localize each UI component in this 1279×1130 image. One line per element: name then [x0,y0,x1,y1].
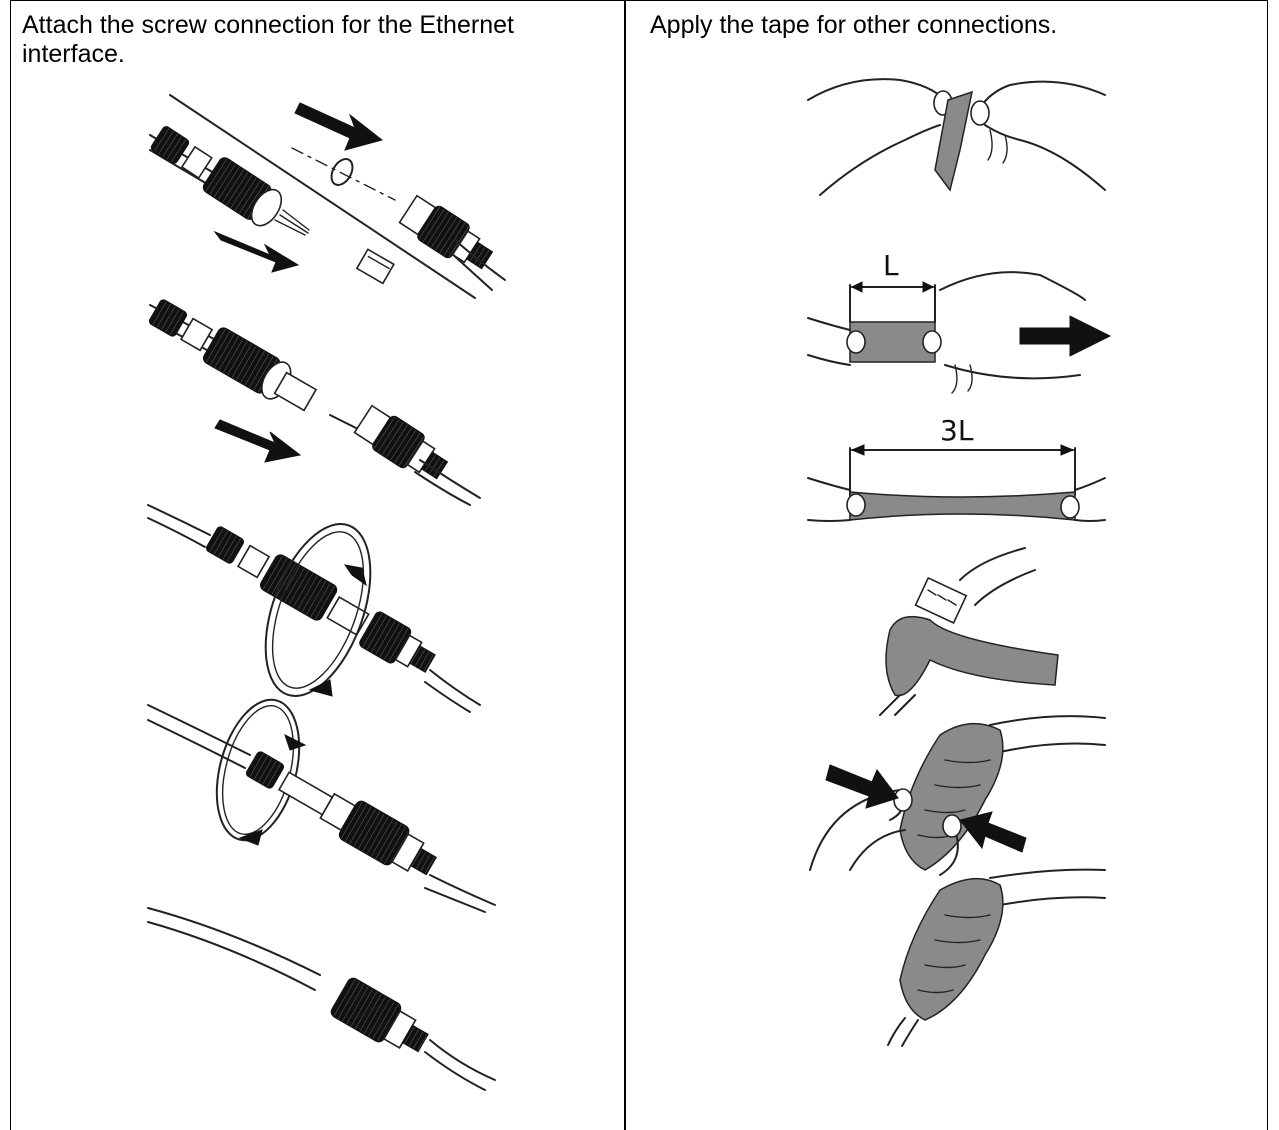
tape-step-5-illustration [810,716,1105,875]
ethernet-step-3-illustration [148,505,480,712]
tape-step-2-illustration: L [808,249,1110,393]
tape-step-4-illustration [880,548,1058,715]
tape-step-1-illustration [808,79,1105,195]
ethernet-step-1-illustration [147,95,505,298]
ethernet-step-2-illustration [145,293,480,505]
stretched-length-label: 3L [940,414,974,447]
length-label: L [883,249,899,282]
ethernet-step-5-illustration [148,908,495,1090]
ethernet-step-4-illustration [148,691,495,912]
tape-step-3-illustration: 3L [808,414,1105,521]
tape-step-6-illustration [888,870,1105,1046]
